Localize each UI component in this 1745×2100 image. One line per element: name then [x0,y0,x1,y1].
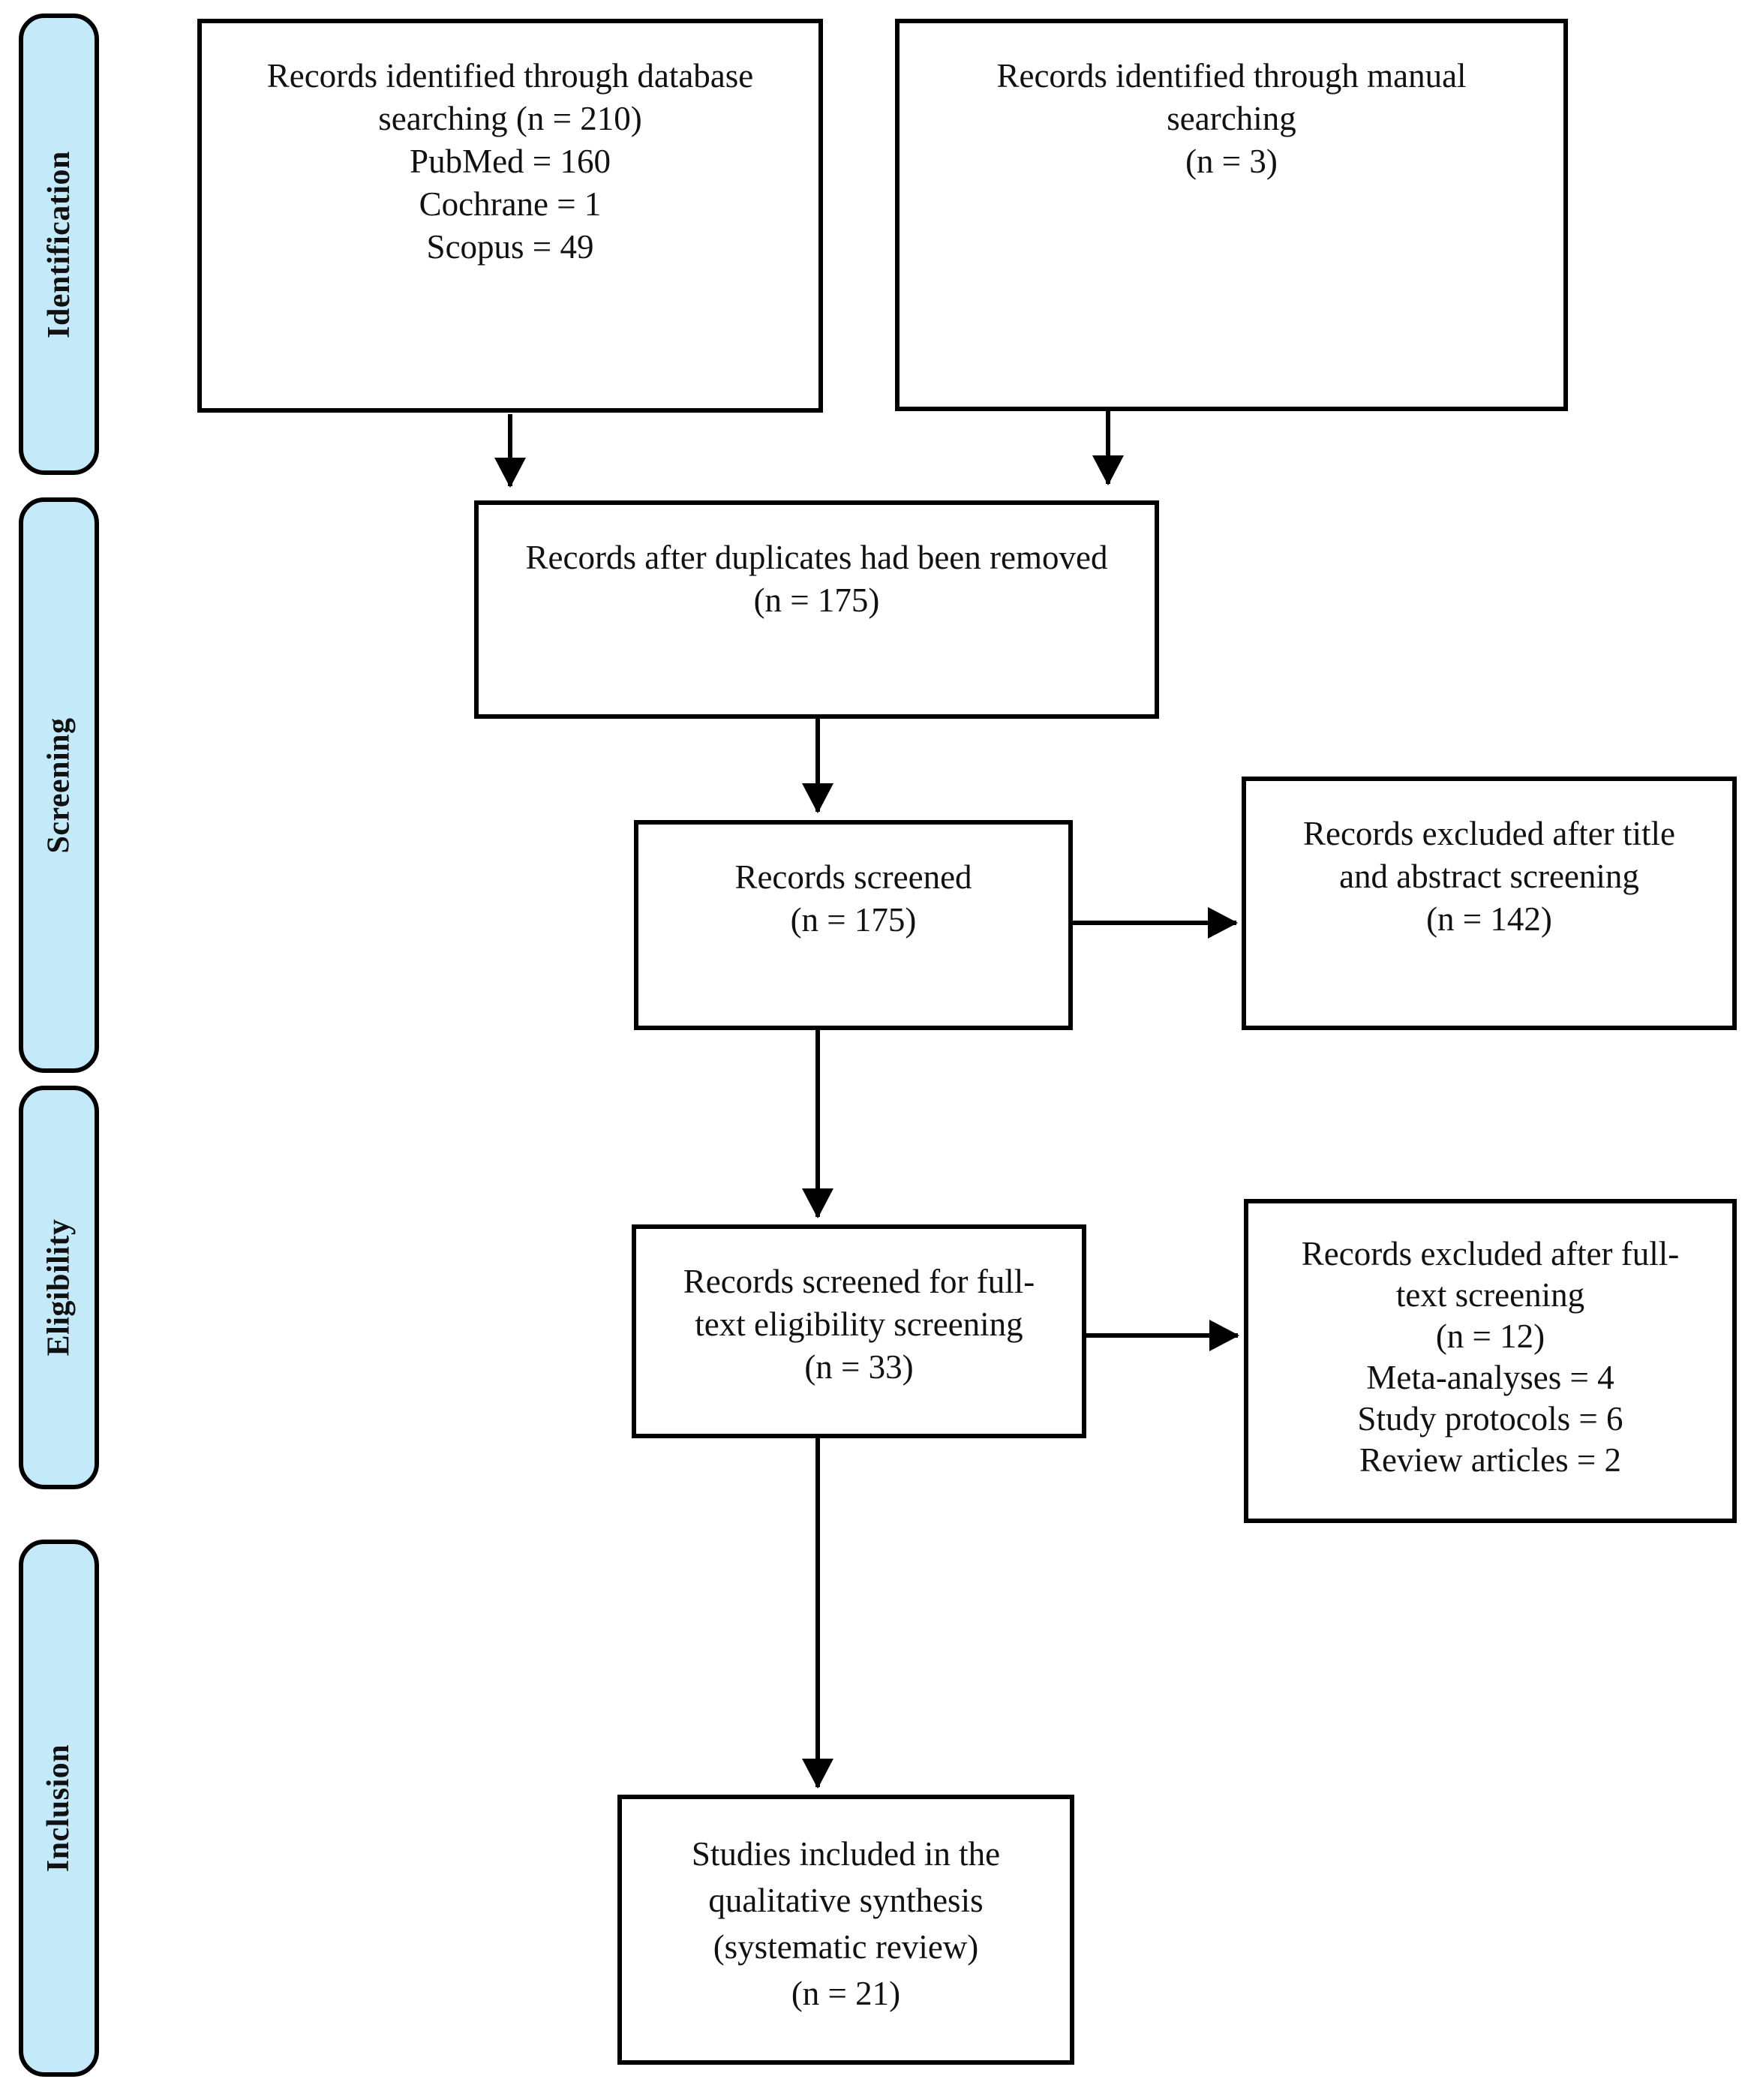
box-text-line: (systematic review) [713,1928,979,1966]
stage-identification-label: Identification [41,150,77,338]
box-text-line: Review articles = 2 [1359,1441,1621,1479]
stage-identification: Identification [19,14,99,475]
box-text-line: (n = 33) [804,1348,914,1386]
box-text-line: text eligibility screening [695,1305,1023,1343]
stage-inclusion-label: Inclusion [41,1744,77,1873]
box-text-line: Study protocols = 6 [1357,1400,1623,1438]
box-text-line: text screening [1395,1276,1585,1314]
box-text-line: Records screened for full- [683,1263,1035,1300]
box-text-line: Records screened [734,858,972,896]
box-text-line: (n = 3) [1185,143,1278,180]
box-text-line: Scopus = 49 [426,228,594,266]
box-records-screened: Records screened (n = 175) [634,820,1073,1030]
box-text-line: Records after duplicates had been remove… [525,539,1108,576]
box-text-line: (n = 21) [791,1975,901,2012]
box-excluded-fulltext: Records excluded after full- text screen… [1244,1199,1737,1523]
box-text-line: searching (n = 210) [378,100,642,137]
box-text-line: (n = 175) [790,901,917,939]
box-text-line: and abstract screening [1339,858,1639,895]
stage-inclusion: Inclusion [19,1540,99,2077]
box-text-line: (n = 12) [1435,1317,1545,1355]
box-text-line: Records identified through manual [996,57,1467,95]
box-text-line: Records excluded after title [1302,815,1676,852]
box-text-line: Records identified through database [266,57,754,95]
box-text-line: Cochrane = 1 [419,185,602,223]
box-text-line: Records excluded after full- [1301,1235,1680,1272]
stage-screening: Screening [19,497,99,1073]
box-text-line: Studies included in the [691,1835,1001,1873]
box-included: Studies included in the qualitative synt… [617,1795,1074,2065]
stage-eligibility-label: Eligibility [41,1218,77,1356]
box-manual-search: Records identified through manual search… [895,19,1568,411]
box-text-line: PubMed = 160 [410,143,611,180]
box-text-line: Meta-analyses = 4 [1366,1359,1614,1396]
box-text-line: searching [1167,100,1296,137]
box-text-line: (n = 175) [753,581,880,619]
box-database-search: Records identified through database sear… [197,19,823,413]
stage-screening-label: Screening [41,717,77,854]
box-duplicates-removed: Records after duplicates had been remove… [474,500,1159,719]
box-excluded-title-abstract: Records excluded after title and abstrac… [1242,777,1737,1030]
stage-eligibility: Eligibility [19,1086,99,1489]
box-text-line: qualitative synthesis [708,1882,984,1919]
box-fulltext-screened: Records screened for full- text eligibil… [632,1224,1086,1438]
box-text-line: (n = 142) [1426,900,1552,938]
